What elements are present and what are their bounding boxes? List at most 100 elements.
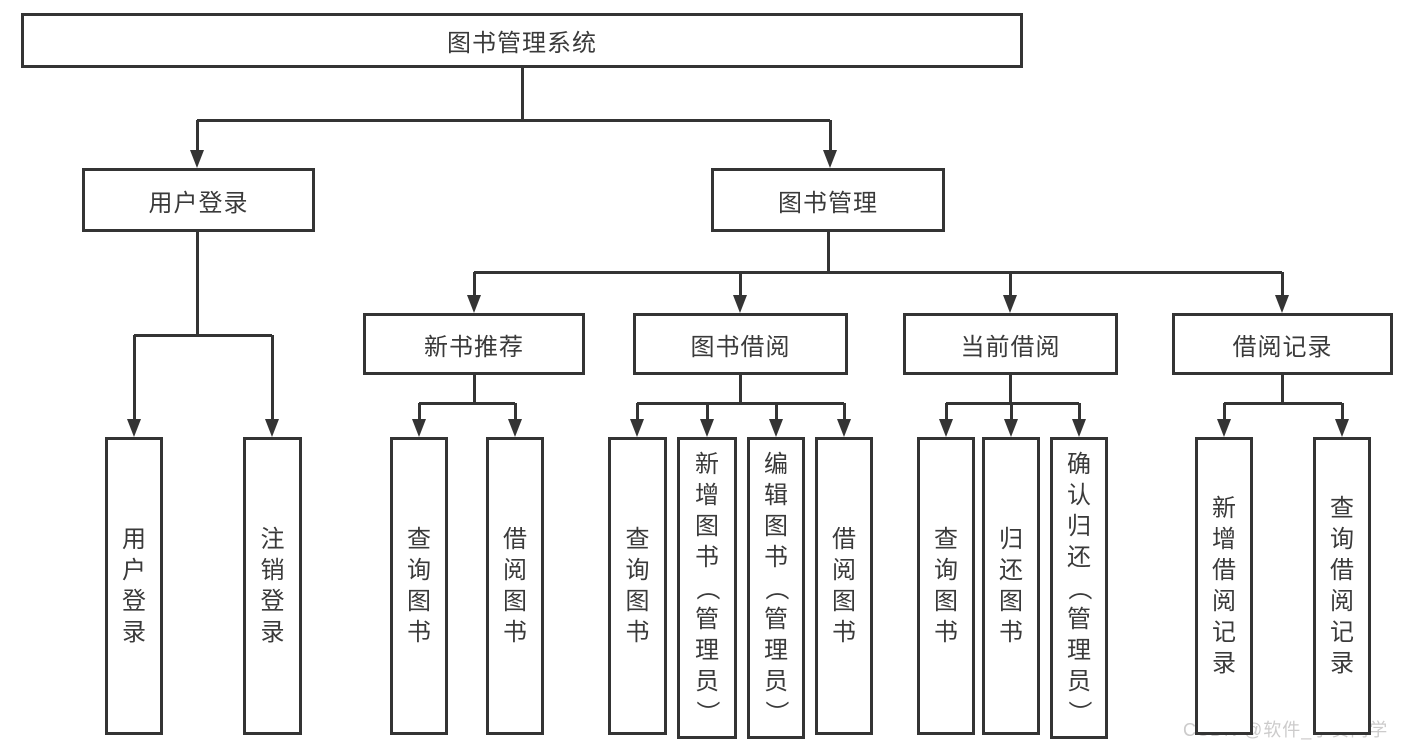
- node-leaf-query-record: 查询借阅记录: [1313, 437, 1371, 735]
- node-label-char: ）: [693, 700, 721, 724]
- node-leaf-bor-edit-book: 编辑图书（管理员）: [747, 437, 805, 739]
- node-label-char: 员: [1067, 667, 1091, 695]
- node-label-char: 图: [407, 588, 431, 615]
- node-label-char: ）: [762, 700, 790, 724]
- node-label-char: 编: [764, 450, 788, 478]
- arrowhead-down-icon: [1004, 419, 1018, 437]
- node-label-char: 登: [122, 588, 146, 615]
- node-label-char: 阅: [832, 557, 856, 584]
- arrowhead-down-icon: [630, 419, 644, 437]
- connector-vline: [473, 375, 476, 403]
- node-label-char: 书: [695, 543, 719, 571]
- node-borrow-record: 借阅记录: [1172, 313, 1393, 375]
- connector-hline: [197, 119, 830, 122]
- connector-vline: [945, 403, 948, 422]
- node-label-char: 书: [999, 619, 1023, 646]
- node-book-management: 图书管理: [711, 168, 945, 232]
- arrowhead-down-icon: [769, 419, 783, 437]
- connector-vline: [706, 403, 709, 422]
- node-label-char: 员: [764, 667, 788, 695]
- connector-vline: [473, 272, 476, 298]
- arrowhead-down-icon: [412, 419, 426, 437]
- node-label-char: （: [693, 576, 721, 600]
- connector-vline: [1281, 272, 1284, 298]
- node-label-char: （: [1065, 576, 1093, 600]
- node-label-char: 管: [1067, 605, 1091, 633]
- connector-vline: [1009, 272, 1012, 298]
- arrowhead-down-icon: [1275, 295, 1289, 313]
- connector-hline: [637, 402, 844, 405]
- node-label-char: 理: [1067, 636, 1091, 664]
- node-label-char: 员: [695, 667, 719, 695]
- arrowhead-down-icon: [733, 295, 747, 313]
- node-label-char: 注: [260, 526, 285, 553]
- connector-vline: [739, 375, 742, 403]
- node-label-char: 录: [260, 619, 285, 646]
- connector-vline: [418, 403, 421, 422]
- node-label-char: ）: [1065, 700, 1093, 724]
- node-label-char: 理: [695, 636, 719, 664]
- node-label-char: 辑: [764, 481, 788, 509]
- node-leaf-logout: 注销登录: [243, 437, 302, 735]
- connector-hline: [134, 334, 272, 337]
- node-leaf-bor-add-book: 新增图书（管理员）: [677, 437, 737, 739]
- node-label-char: 询: [1330, 526, 1354, 553]
- connector-vline: [133, 335, 136, 422]
- node-leaf-user-login: 用户登录: [105, 437, 163, 735]
- node-label-char: 记: [1330, 619, 1354, 646]
- connector-vline: [636, 403, 639, 422]
- node-label-char: 销: [260, 557, 285, 584]
- node-label-char: 借: [1330, 557, 1354, 584]
- node-label-char: 增: [695, 481, 719, 509]
- node-label-char: 还: [999, 557, 1023, 584]
- node-label-char: 图: [934, 588, 958, 615]
- node-label-char: 新: [1212, 495, 1236, 522]
- node-label-char: 书: [832, 619, 856, 646]
- arrowhead-down-icon: [127, 419, 141, 437]
- arrowhead-down-icon: [265, 419, 279, 437]
- arrowhead-down-icon: [190, 150, 204, 168]
- node-label-char: 管: [695, 605, 719, 633]
- connector-vline: [1009, 375, 1012, 403]
- node-label-char: 新: [695, 450, 719, 478]
- arrowhead-down-icon: [1072, 419, 1086, 437]
- node-label-char: 理: [764, 636, 788, 664]
- node-label-char: 书: [934, 619, 958, 646]
- connector-vline: [1223, 403, 1226, 422]
- connector-vline: [1078, 403, 1081, 422]
- node-label-char: 确: [1067, 450, 1091, 478]
- node-leaf-bor-query-book: 查询图书: [608, 437, 667, 735]
- connector-vline: [775, 403, 778, 422]
- connector-vline: [271, 335, 274, 422]
- arrowhead-down-icon: [700, 419, 714, 437]
- node-label-char: 图: [832, 588, 856, 615]
- node-label-char: 记: [1212, 619, 1236, 646]
- node-label-char: 查: [1330, 495, 1354, 522]
- node-leaf-rec-query-book: 查询图书: [390, 437, 448, 735]
- node-label-char: 询: [407, 557, 431, 584]
- node-leaf-cur-query-book: 查询图书: [917, 437, 975, 735]
- connector-vline: [514, 403, 517, 422]
- node-label-char: 查: [407, 526, 431, 553]
- arrowhead-down-icon: [823, 150, 837, 168]
- node-label-char: 归: [999, 526, 1023, 553]
- node-label-char: 借: [832, 526, 856, 553]
- connector-vline: [827, 232, 830, 272]
- node-new-book-recommend: 新书推荐: [363, 313, 585, 375]
- arrowhead-down-icon: [939, 419, 953, 437]
- connector-vline: [196, 232, 199, 335]
- connector-vline: [1281, 375, 1284, 403]
- node-label-char: 借: [503, 526, 527, 553]
- arrowhead-down-icon: [467, 295, 481, 313]
- connector-vline: [521, 68, 524, 120]
- connector-vline: [196, 120, 199, 153]
- connector-hline: [1224, 402, 1342, 405]
- arrowhead-down-icon: [508, 419, 522, 437]
- connector-vline: [739, 272, 742, 298]
- node-label-char: 阅: [503, 557, 527, 584]
- node-leaf-add-record: 新增借阅记录: [1195, 437, 1253, 735]
- node-label-char: 录: [122, 619, 146, 646]
- node-label-char: 书: [503, 619, 527, 646]
- node-leaf-cur-return-book: 归还图书: [982, 437, 1040, 735]
